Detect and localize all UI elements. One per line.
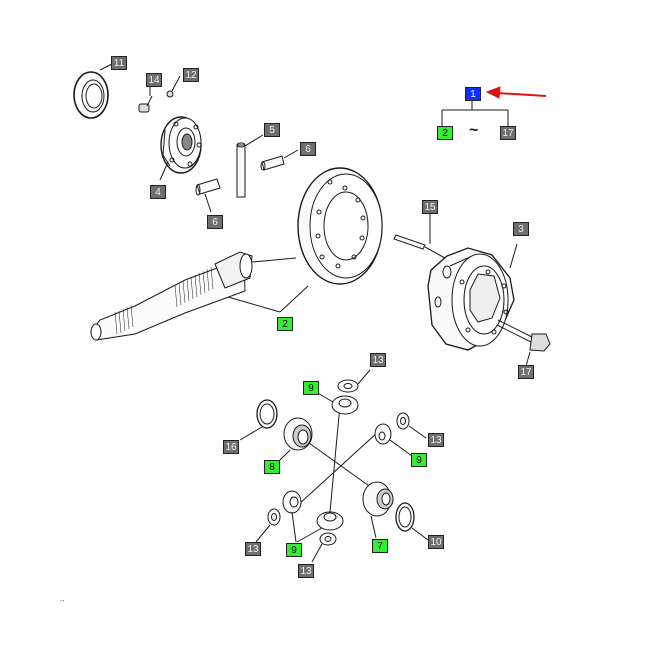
part-6-pin-left bbox=[195, 178, 221, 213]
part-14-bolt bbox=[138, 86, 153, 113]
callout-9-bottom: 9 bbox=[286, 543, 302, 557]
red-arrow bbox=[485, 86, 547, 99]
part-13-washer-right bbox=[396, 412, 427, 439]
callout-17-bolt: 17 bbox=[518, 365, 534, 379]
part-12-pin bbox=[166, 75, 181, 98]
assembly-bracket bbox=[441, 100, 509, 126]
callout-2-assembly: 2 bbox=[437, 126, 453, 140]
callout-2-shaft: 2 bbox=[277, 317, 293, 331]
callout-6-left: 6 bbox=[207, 215, 223, 229]
callout-13-bottom: 13 bbox=[298, 564, 314, 578]
callout-13-right: 13 bbox=[428, 433, 444, 447]
callout-6-right: 6 bbox=[300, 142, 316, 156]
callout-1: 1 bbox=[465, 87, 481, 101]
cross-lines bbox=[297, 404, 379, 513]
callout-12: 12 bbox=[183, 68, 199, 82]
part-3-case bbox=[427, 243, 518, 351]
callout-13-left: 13 bbox=[245, 542, 261, 556]
part-9-pinion-top bbox=[315, 391, 359, 415]
part-10-washer bbox=[395, 502, 429, 541]
part-2-pinion-shaft bbox=[90, 251, 309, 341]
part-4-flange bbox=[159, 116, 202, 181]
callout-7: 7 bbox=[372, 539, 388, 553]
part-13-washer-top bbox=[337, 369, 371, 393]
part-16-washer bbox=[239, 399, 278, 441]
part-8-side-gear bbox=[277, 417, 313, 463]
callout-13-top: 13 bbox=[370, 353, 386, 367]
callout-9-top: 9 bbox=[303, 381, 319, 395]
callout-15: 15 bbox=[422, 200, 438, 214]
part-11-seal bbox=[73, 63, 113, 119]
part-13-washer-left bbox=[255, 508, 281, 543]
part-9-pinion-bottom bbox=[296, 511, 344, 543]
callout-16: 16 bbox=[223, 440, 239, 454]
range-tilde: ~ bbox=[469, 122, 479, 139]
callout-10: 10 bbox=[428, 535, 444, 549]
callout-3: 3 bbox=[513, 222, 529, 236]
part-17-bolt bbox=[496, 319, 551, 367]
part-9-pinion-right bbox=[374, 423, 413, 457]
part-5-shaft bbox=[236, 134, 264, 198]
part-6-pin-right bbox=[260, 149, 299, 171]
callout-8: 8 bbox=[264, 460, 280, 474]
callout-4: 4 bbox=[150, 185, 166, 199]
part-2-ring-gear bbox=[297, 167, 383, 285]
callout-9-right: 9 bbox=[411, 453, 427, 467]
callout-5: 5 bbox=[264, 123, 280, 137]
corner-mark: .. bbox=[60, 594, 65, 603]
part-7-side-gear bbox=[362, 481, 394, 539]
part-13-washer-bottom bbox=[311, 532, 337, 563]
callout-17-assembly: 17 bbox=[500, 126, 516, 140]
part-15-pin bbox=[393, 212, 446, 259]
callout-14: 14 bbox=[146, 73, 162, 87]
part-9-pinion-left bbox=[282, 490, 302, 543]
callout-11: 11 bbox=[111, 56, 127, 70]
